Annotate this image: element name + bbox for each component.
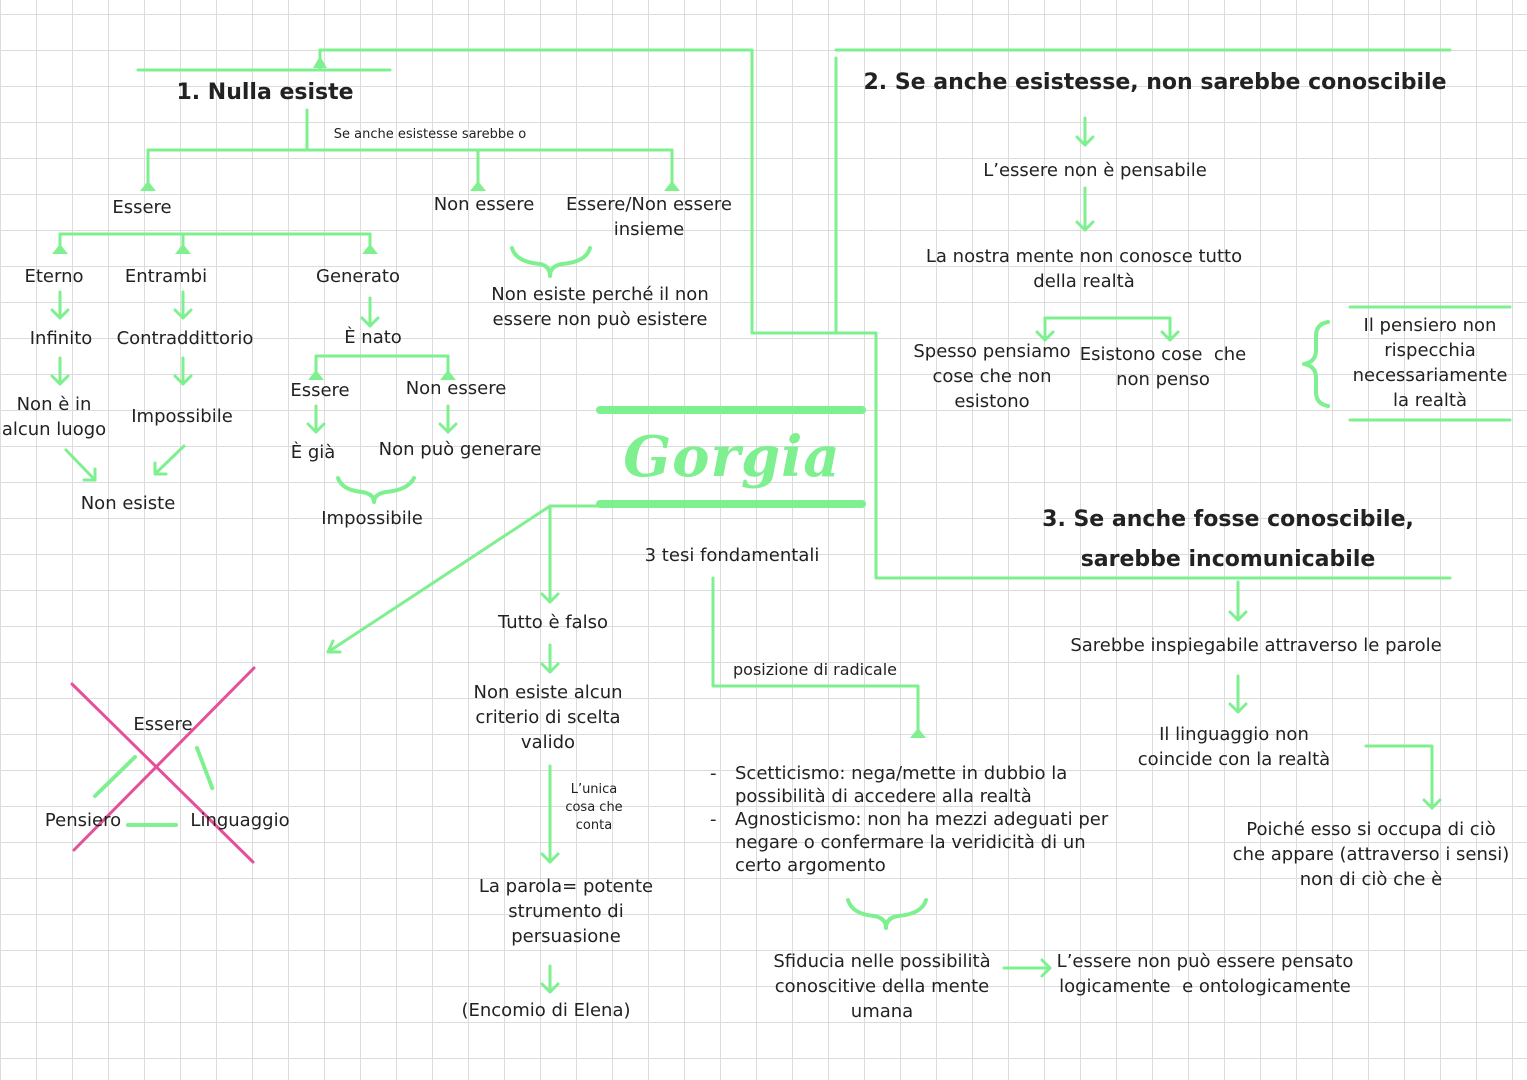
- node-impossibile-1: Impossibile: [131, 406, 233, 427]
- thesis-3-step-3: Poiché esso si occupa di ciò che appare …: [1232, 819, 1510, 890]
- triangle-linguaggio: Linguaggio: [190, 810, 290, 831]
- node-non-essere-generato: Non essere: [405, 378, 507, 399]
- thesis-1-heading: 1. Nulla esiste: [176, 80, 354, 105]
- node-essere: Essere: [112, 197, 172, 218]
- thesis-2-step-2: La nostra mente non conosce tutto della …: [925, 246, 1243, 292]
- page-title: Gorgia: [623, 424, 841, 490]
- node-non-e-in-alcun-luogo: Non è in alcun luogo: [1, 394, 107, 440]
- thesis-2-step-1: L’essere non è pensabile: [983, 160, 1207, 181]
- thesis-2-branch-a: Spesso pensiamo cose che non esistono: [913, 341, 1071, 412]
- label-posizione-radicale: posizione di radicale: [733, 660, 897, 679]
- node-eterno: Eterno: [24, 266, 84, 287]
- node-encomio: (Encomio di Elena): [461, 1000, 631, 1021]
- thesis-3-heading: 3. Se anche fosse conoscibile, sarebbe i…: [1042, 507, 1414, 572]
- bullet-dash-1: -: [710, 763, 717, 784]
- node-infinito: Infinito: [29, 328, 93, 349]
- node-essere-generato: Essere: [290, 380, 350, 401]
- node-contraddittorio: Contraddittorio: [116, 328, 254, 349]
- node-essere-non-pensato: L’essere non può essere pensato logicame…: [1056, 951, 1354, 997]
- node-entrambi: Entrambi: [124, 266, 208, 287]
- thesis-2-conclusion: Il pensiero non rispecchia necessariamen…: [1352, 315, 1508, 411]
- node-e-gia: È già: [290, 442, 336, 463]
- node-parola: La parola= potente strumento di persuasi…: [478, 876, 654, 947]
- node-impossibile-2: Impossibile: [321, 508, 423, 529]
- thesis-2-heading: 2. Se anche esistesse, non sarebbe conos…: [863, 70, 1447, 95]
- node-tutto-falso: Tutto è falso: [497, 612, 609, 633]
- thesis-3-step-1: Sarebbe inspiegabile attraverso le parol…: [1070, 635, 1442, 656]
- triangle-pensiero: Pensiero: [44, 810, 122, 831]
- bullet-agnosticismo: Agnosticismo: non ha mezzi adeguati per …: [735, 809, 1109, 876]
- bullet-scetticismo: Scetticismo: nega/mette in dubbio la pos…: [735, 763, 1068, 807]
- node-e-nato: È nato: [344, 327, 402, 348]
- node-essere-non-essere: Essere/Non essere insieme: [566, 194, 732, 240]
- triangle-essere: Essere: [133, 714, 193, 735]
- bullet-dash-2: -: [710, 809, 717, 830]
- thesis-2-branch-b: Esistono cose che non penso: [1079, 344, 1247, 390]
- node-sfiducia: Sfiducia nelle possibilità conoscitive d…: [773, 951, 991, 1022]
- subtitle: 3 tesi fondamentali: [644, 545, 820, 566]
- thesis-3-step-2: Il linguaggio non coincide con la realtà: [1137, 724, 1331, 770]
- note-unica-cosa: L’unica cosa che conta: [565, 782, 623, 833]
- node-non-esiste-perche: Non esiste perché il non essere non può …: [491, 284, 709, 330]
- node-generato: Generato: [315, 266, 401, 287]
- node-non-esiste: Non esiste: [80, 493, 176, 514]
- node-non-esiste-criterio: Non esiste alcun criterio di scelta vali…: [473, 682, 623, 753]
- thesis-1-note: Se anche esistesse sarebbe o: [333, 127, 527, 142]
- node-non-puo-generare: Non può generare: [378, 439, 542, 460]
- node-non-essere: Non essere: [433, 194, 535, 215]
